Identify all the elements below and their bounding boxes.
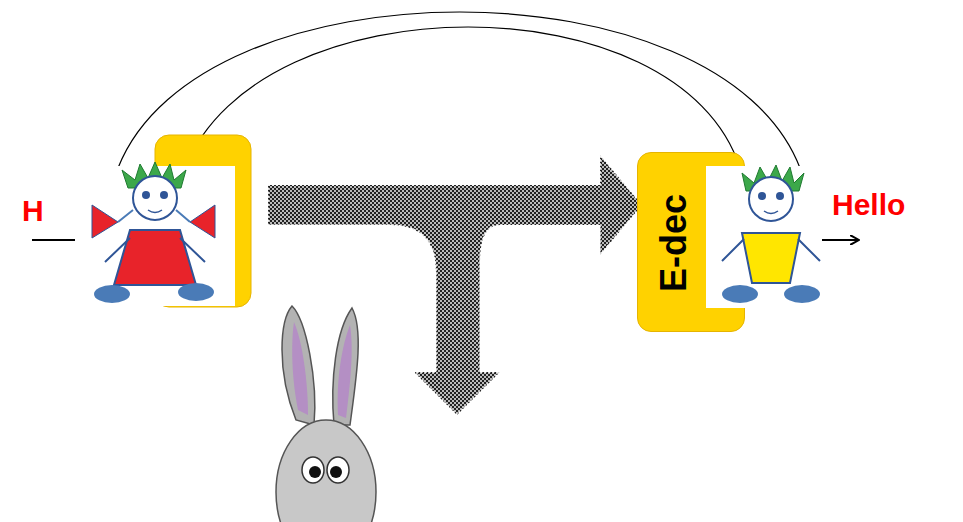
ciphertext-arrow bbox=[268, 155, 642, 415]
output-arrow bbox=[822, 239, 858, 241]
message-label: Hello bbox=[832, 190, 905, 220]
channel-arc bbox=[185, 27, 740, 168]
alice-figure bbox=[75, 162, 235, 306]
box-title: E-dec bbox=[656, 194, 692, 292]
eavesdropper-bunny bbox=[276, 306, 376, 522]
decrypt-box: E-dec bbox=[637, 152, 745, 332]
message-label: H bbox=[22, 196, 44, 226]
